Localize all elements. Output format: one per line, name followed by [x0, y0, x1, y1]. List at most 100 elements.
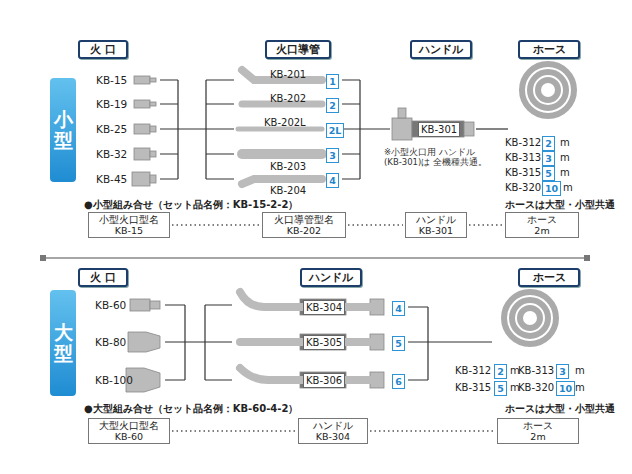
pipe-label: KB-204 — [270, 184, 306, 197]
node-text: 大型 — [54, 322, 73, 364]
example-box: ホース2m — [505, 212, 579, 238]
node-text: ハンドル — [419, 42, 463, 57]
hose-note: ホースは大型・小型共通 — [505, 402, 615, 415]
node-text: 3 — [329, 150, 336, 161]
node-text: 4 — [329, 175, 336, 186]
example-box: ハンドルKB-301 — [405, 212, 467, 238]
node-text: 火口導管型名 — [274, 214, 334, 225]
callout-number: 10 — [542, 181, 561, 196]
node-text: 5 — [497, 383, 504, 394]
size-band: 小型 — [50, 78, 76, 182]
unit: m — [575, 381, 585, 394]
node-text: 10 — [559, 383, 572, 394]
handle-label: KB-306 — [303, 373, 345, 388]
node-text: 火 口 — [90, 270, 116, 285]
callout-number: 2L — [326, 123, 344, 138]
example-box: 大型火口型名KB-60 — [88, 418, 170, 444]
node-text: KB-304 — [316, 431, 350, 442]
node-text: 5 — [395, 338, 402, 349]
nozzle-label: KB-60 — [95, 299, 126, 312]
handle-label: KB-304 — [303, 300, 345, 315]
node-text: 10 — [545, 183, 558, 194]
example-box: ホース2m — [497, 418, 579, 444]
node-text: ホース — [533, 270, 566, 285]
callout-number: 10 — [556, 381, 575, 396]
node-text: 5 — [545, 168, 552, 179]
column-header: ホース — [518, 40, 580, 59]
unit: m — [563, 181, 573, 194]
hose-label: KB-313 — [505, 151, 541, 164]
unit: m — [575, 364, 585, 377]
unit: m — [560, 151, 570, 164]
handle-label: KB-301 — [418, 122, 460, 137]
callout-number: 3 — [556, 364, 569, 379]
nozzle-label: KB-19 — [96, 98, 127, 111]
dotted-connector — [469, 224, 503, 225]
callout-number: 4 — [392, 301, 405, 316]
node-text: KB-60 — [115, 431, 143, 442]
callout-number: 5 — [542, 166, 555, 181]
callout-number: 2 — [542, 136, 555, 151]
node-text: 2L — [329, 125, 342, 136]
size-band: 大型 — [50, 290, 76, 396]
node-text: 2 — [545, 138, 552, 149]
hose-label: KB-312 — [455, 364, 491, 377]
dotted-connector — [370, 430, 495, 431]
node-text: 火口導管 — [276, 42, 320, 57]
hose-label: KB-320 — [518, 381, 554, 394]
nozzle-label: KB-80 — [95, 336, 126, 349]
column-header: 火 口 — [78, 40, 128, 59]
hose-label: KB-312 — [505, 136, 541, 149]
callout-number: 5 — [392, 336, 405, 351]
node-text: 2 — [329, 100, 336, 111]
hose-label: KB-315 — [505, 166, 541, 179]
example-box: ハンドルKB-304 — [298, 418, 368, 444]
example-box: 火口導管型名KB-202 — [262, 212, 346, 238]
node-text: 3 — [559, 366, 566, 377]
callout-number: 2 — [326, 98, 339, 113]
column-header: 火口導管 — [265, 40, 331, 59]
node-text: 3 — [545, 153, 552, 164]
node-text: KB-202 — [287, 225, 321, 236]
example-box: 小型火口型名KB-15 — [88, 212, 170, 238]
node-text: ハンドル — [313, 420, 353, 431]
node-text: 2m — [534, 225, 549, 236]
callout-number: 2 — [494, 364, 507, 379]
callout-number: 5 — [494, 381, 507, 396]
dotted-connector — [172, 430, 296, 431]
hose-note: ホースは大型・小型共通 — [505, 198, 615, 211]
note: ※小型火口用 ハンドル(KB-301)は 全機種共通。 — [384, 147, 492, 167]
callout-number: 3 — [326, 148, 339, 163]
hose-label: KB-320 — [505, 181, 541, 194]
nozzle-label: KB-45 — [96, 173, 127, 186]
unit: m — [560, 136, 570, 149]
callout-number: 4 — [326, 173, 339, 188]
node-text: 小型火口型名 — [99, 214, 159, 225]
node-text: 4 — [395, 303, 402, 314]
node-text: 2 — [497, 366, 504, 377]
pipe-label: KB-202 — [270, 92, 306, 105]
node-text: 6 — [395, 376, 402, 387]
unit: m — [560, 166, 570, 179]
column-header: ハンドル — [300, 268, 362, 287]
handle-label: KB-305 — [303, 335, 345, 350]
node-text: KB-15 — [115, 225, 143, 236]
nozzle-label: KB-15 — [96, 74, 127, 87]
node-text: KB-301 — [419, 225, 453, 236]
node-text: ホース — [523, 420, 553, 431]
dotted-connector — [172, 224, 260, 225]
set-example: ●大型組み合せ（セット品名例：KB-60-4-2） — [84, 402, 298, 415]
node-text: ハンドル — [309, 270, 353, 285]
callout-number: 6 — [392, 374, 405, 389]
dotted-connector — [348, 224, 403, 225]
node-text: 火 口 — [90, 42, 116, 57]
nozzle-label: KB-100 — [95, 374, 133, 387]
node-text: 小型 — [54, 109, 73, 151]
node-text: ホース — [533, 42, 566, 57]
column-header: ハンドル — [410, 40, 472, 59]
node-text: 2m — [530, 431, 545, 442]
callout-number: 1 — [326, 74, 339, 89]
hose-label: KB-315 — [455, 381, 491, 394]
pipe-label: KB-201 — [270, 68, 306, 81]
